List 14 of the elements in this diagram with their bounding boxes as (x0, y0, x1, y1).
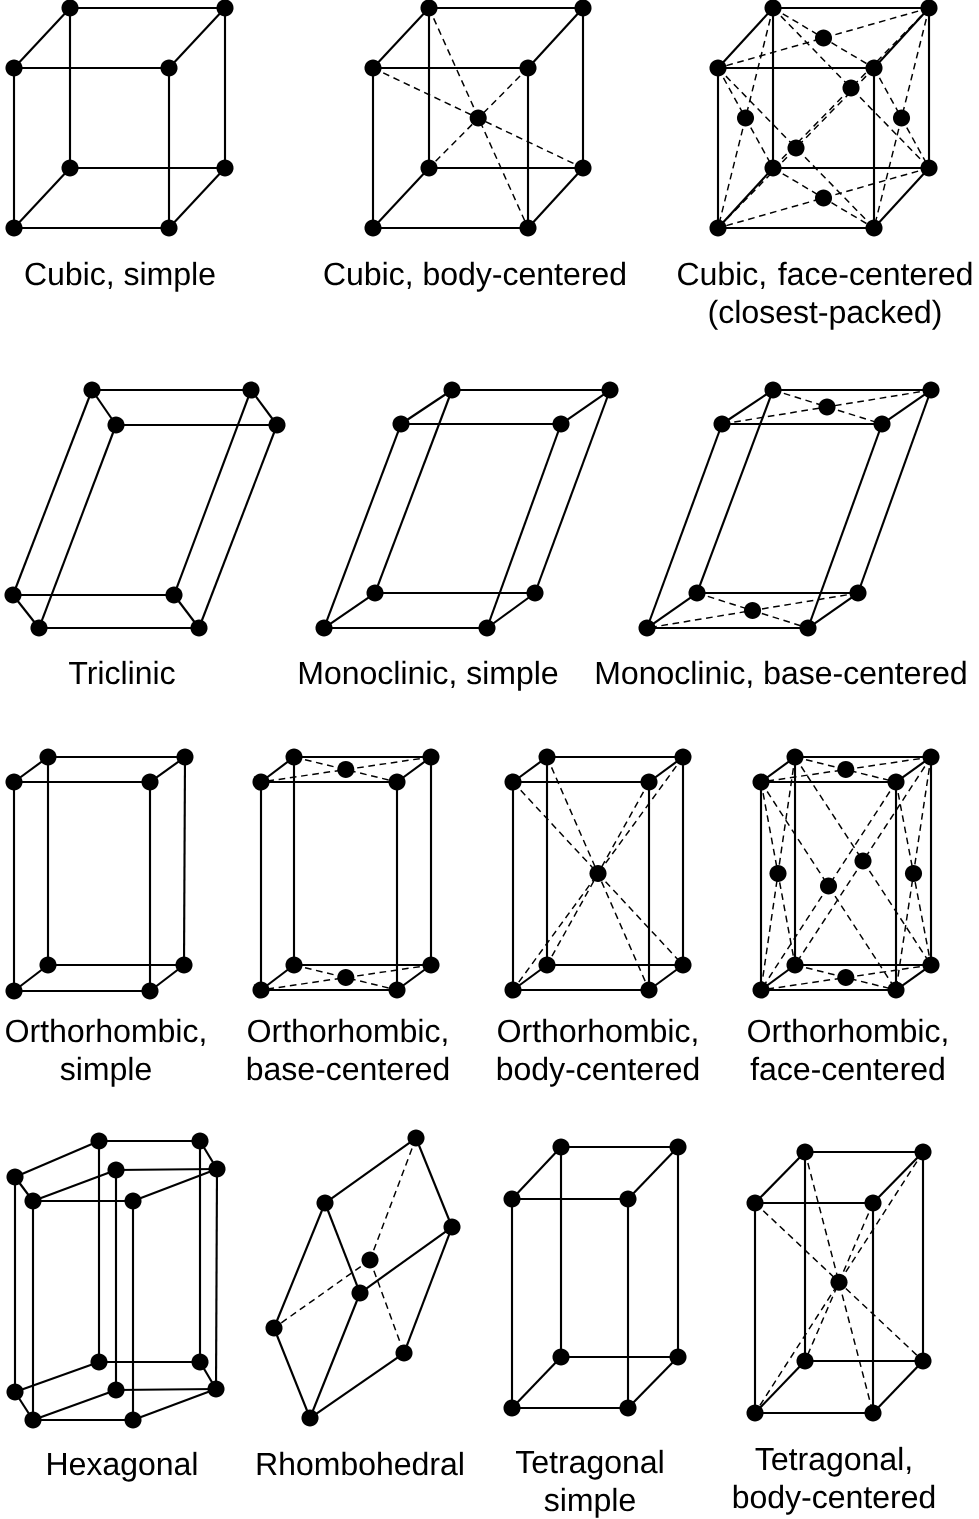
lattice-label: Monoclinic, base-centered (596, 660, 966, 689)
lattice-label: Orthorhombic, simple (6, 1018, 205, 1087)
lattice-label: Orthorhombic, face-centered (748, 1018, 947, 1081)
lattice-label: Orthorhombic, base-centered (247, 1018, 449, 1081)
lattice-label: Tetragonal, body-centered (733, 1446, 935, 1515)
lattice-label: Cubic, face-centered (closest-packed) (678, 261, 972, 330)
lattice-label: Cubic, simple (25, 261, 215, 292)
lattice-label: Triclinic (69, 660, 175, 685)
lattice-label: Monoclinic, simple (299, 660, 558, 691)
lattice-label: Orthorhombic, body-centered (497, 1018, 699, 1087)
lattice-label: Cubic, body-centered (324, 261, 625, 292)
lattice-label: Hexagonal (48, 1451, 197, 1482)
lattice-label: Tetragonal simple (516, 1449, 663, 1518)
lattice-label: Rhombohedral (257, 1451, 463, 1476)
